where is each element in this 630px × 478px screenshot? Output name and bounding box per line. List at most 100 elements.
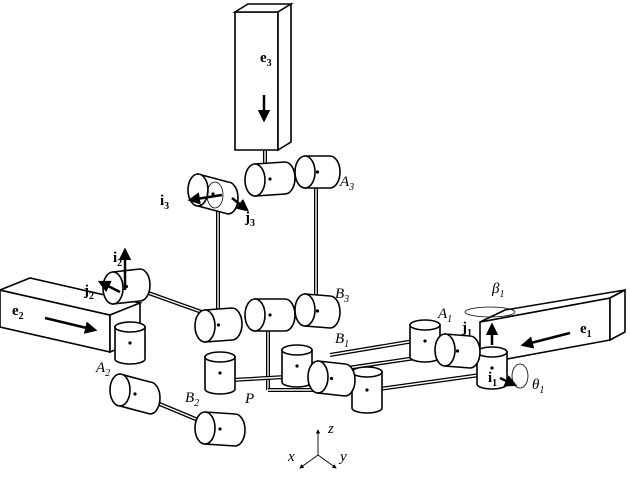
joint-B2-body xyxy=(204,356,236,395)
joint-A3-a-end xyxy=(244,163,266,197)
joint-A3-a-pin xyxy=(268,177,272,181)
label-i3-main: i xyxy=(160,193,164,209)
label-i2-subscript: 2 xyxy=(117,258,122,269)
label-i2: i2 xyxy=(113,250,122,269)
label-e2-subscript: 2 xyxy=(19,311,24,322)
label-z-main: z xyxy=(327,421,334,437)
joint-A3-b-pin xyxy=(315,170,320,174)
actuator-e3-front xyxy=(234,11,279,151)
label-beta1-main: β xyxy=(491,281,500,297)
joint-B2-a-pin xyxy=(216,323,221,327)
label-j2: j2 xyxy=(83,283,94,302)
cylinder-top xyxy=(281,344,313,356)
label-j1-subscript: 1 xyxy=(467,328,472,339)
cylinder-pin xyxy=(365,388,369,392)
joint-i1-pin xyxy=(490,366,494,370)
joint-A1-pin xyxy=(455,349,460,353)
label-beta1-subscript: 1 xyxy=(499,289,504,300)
label-B1-subscript: 1 xyxy=(344,339,349,350)
label-y-main: y xyxy=(338,449,347,465)
label-j3-main: j xyxy=(244,210,250,226)
i3-rotation-arrow xyxy=(206,181,224,209)
label-B2-subscript: 2 xyxy=(194,398,199,409)
label-e3-subscript: 3 xyxy=(267,58,272,69)
y-axis-arrow xyxy=(317,454,337,469)
label-theta1-main: θ xyxy=(532,377,540,393)
label-B3-main: B xyxy=(335,286,344,302)
label-B3: B3 xyxy=(335,286,349,305)
rod-highlight xyxy=(371,374,481,391)
joint-B2-b-end xyxy=(194,411,216,445)
label-x: x xyxy=(287,449,295,465)
beta1-rotation-arrow xyxy=(464,306,516,318)
actuator-e3-side xyxy=(277,2,292,152)
joint-B2-a-end xyxy=(194,309,216,343)
joint-B2-top xyxy=(204,351,236,363)
joint-i3-pin xyxy=(211,192,215,196)
label-j1: j1 xyxy=(461,320,472,339)
cylinder-top xyxy=(409,319,441,331)
label-B2: B2 xyxy=(185,390,199,409)
joint-A2-b-end xyxy=(109,373,131,407)
joint-B3-a-body xyxy=(254,298,296,332)
label-j2-main: j xyxy=(83,283,89,299)
label-j3-subscript: 3 xyxy=(250,218,255,229)
rod-highlight xyxy=(139,289,211,316)
label-P: P xyxy=(244,391,254,407)
label-i1-main: i xyxy=(488,370,492,386)
i1-arrow xyxy=(499,375,518,387)
joint-A3-b-end xyxy=(294,155,316,189)
label-P-main: P xyxy=(244,391,254,407)
label-e2: e2 xyxy=(12,303,24,322)
joint-A3-a-body xyxy=(254,161,296,197)
joint-A1-end xyxy=(434,333,456,367)
label-i3-subscript: 3 xyxy=(164,201,169,212)
label-A1: A1 xyxy=(437,306,452,325)
joint-B2-b-pin xyxy=(218,427,222,431)
label-A2-main: A xyxy=(95,360,106,376)
joint-B2-pin xyxy=(218,371,222,375)
e2-arrow xyxy=(44,316,98,334)
label-i1: i1 xyxy=(488,370,497,389)
theta1-rotation-arrow xyxy=(511,363,529,389)
i3-arrow xyxy=(187,192,223,205)
joint-B3-a-pin xyxy=(268,313,272,317)
label-i3: i3 xyxy=(160,193,169,212)
e1-arrow xyxy=(520,331,571,349)
label-A3-subscript: 3 xyxy=(348,182,354,193)
joint-A2-pin xyxy=(128,341,132,345)
label-j2-subscript: 2 xyxy=(89,291,94,302)
label-e2-main: e xyxy=(12,303,19,319)
label-B3-subscript: 3 xyxy=(343,294,349,305)
joint-B3-b-end xyxy=(294,293,316,327)
joint-A2-top xyxy=(114,321,146,333)
label-e1-subscript: 1 xyxy=(587,329,592,340)
label-beta1: β1 xyxy=(491,281,504,300)
joint-B3-b-pin xyxy=(315,309,320,313)
label-A1-main: A xyxy=(437,306,448,322)
cylinder-top xyxy=(351,366,383,378)
cylinder-pin xyxy=(423,339,427,343)
label-i1-subscript: 1 xyxy=(492,378,497,389)
label-theta1-subscript: 1 xyxy=(539,385,544,396)
label-x-main: x xyxy=(287,449,295,465)
label-A2: A2 xyxy=(95,360,110,379)
cylinder-pin xyxy=(295,364,299,368)
cylinder-body xyxy=(351,371,383,414)
label-A3-main: A xyxy=(339,174,350,190)
label-B1-main: B xyxy=(335,331,344,347)
label-B2-main: B xyxy=(185,390,194,406)
joint-B1-end xyxy=(307,360,329,394)
label-e3: e3 xyxy=(260,50,272,69)
direction-arrows xyxy=(44,95,571,469)
label-A2-subscript: 2 xyxy=(105,368,110,379)
label-A3: A3 xyxy=(339,174,354,193)
joint-B1-pin xyxy=(329,376,334,381)
joint-A2-body xyxy=(114,326,146,365)
j3-arrow xyxy=(231,197,249,212)
joint-B3-a-end xyxy=(244,298,266,332)
label-z: z xyxy=(327,421,334,437)
label-B1: B1 xyxy=(335,331,349,350)
